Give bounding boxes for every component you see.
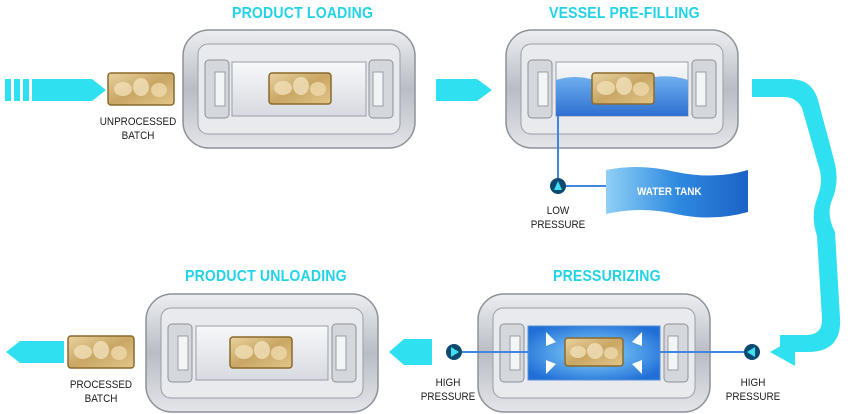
high-pressure-right-label: HIGH PRESSURE [717, 376, 789, 404]
high-pressure-pump-right-icon [744, 344, 760, 360]
water-tank [606, 166, 748, 218]
vessel-loading [182, 29, 416, 149]
batch-prefilling [591, 72, 655, 105]
batch-loading [268, 72, 332, 105]
arrow-loading-entry [752, 79, 790, 97]
title-product-loading: PRODUCT LOADING [232, 5, 374, 22]
processed-batch-label: PROCESSED BATCH [61, 378, 142, 406]
batch-pressurizing [564, 337, 624, 367]
high-pressure-right-line-2: PRESSURE [725, 391, 781, 403]
processed-line-1: PROCESSED [69, 379, 133, 391]
unprocessed-line-1: UNPROCESSED [99, 116, 177, 128]
arrow-press-to-unload [389, 339, 432, 365]
title-product-unloading: PRODUCT UNLOADING [185, 268, 347, 285]
return-pipe [752, 79, 841, 352]
unprocessed-batch-label: UNPROCESSED BATCH [91, 115, 185, 143]
outgoing-batch-arrow [6, 341, 64, 363]
flow-arrows [5, 79, 841, 366]
vessel-prefilling [505, 29, 739, 194]
title-vessel-prefilling: VESSEL PRE-FILLING [549, 5, 700, 22]
batch-unloading [229, 336, 293, 369]
pressure-arrows [546, 332, 642, 374]
arrow-loading-to-prefill [436, 79, 492, 101]
low-pressure-line-1: LOW [546, 205, 570, 217]
low-pressure-line-2: PRESSURE [530, 219, 586, 231]
high-pressure-right-line-1: HIGH [740, 377, 766, 389]
arrow-into-pressurizing [770, 338, 795, 366]
vessel-unloading [145, 293, 379, 413]
low-pressure-label: LOW PRESSURE [528, 204, 587, 232]
vessel-pressurizing [446, 293, 760, 413]
unprocessed-batch [107, 72, 175, 106]
high-pressure-left-line-2: PRESSURE [420, 391, 476, 403]
high-pressure-pump-left-icon [446, 344, 462, 360]
incoming-batch-arrow [5, 79, 106, 101]
unprocessed-line-2: BATCH [121, 130, 155, 142]
high-pressure-left-label: HIGH PRESSURE [412, 376, 484, 404]
processed-line-2: BATCH [84, 393, 118, 405]
water-tank-label: WATER TANK [637, 186, 702, 198]
high-pressure-left-line-1: HIGH [435, 377, 461, 389]
processed-batch [67, 335, 135, 369]
title-pressurizing: PRESSURIZING [553, 268, 661, 285]
low-pressure-pump-icon [550, 178, 566, 194]
